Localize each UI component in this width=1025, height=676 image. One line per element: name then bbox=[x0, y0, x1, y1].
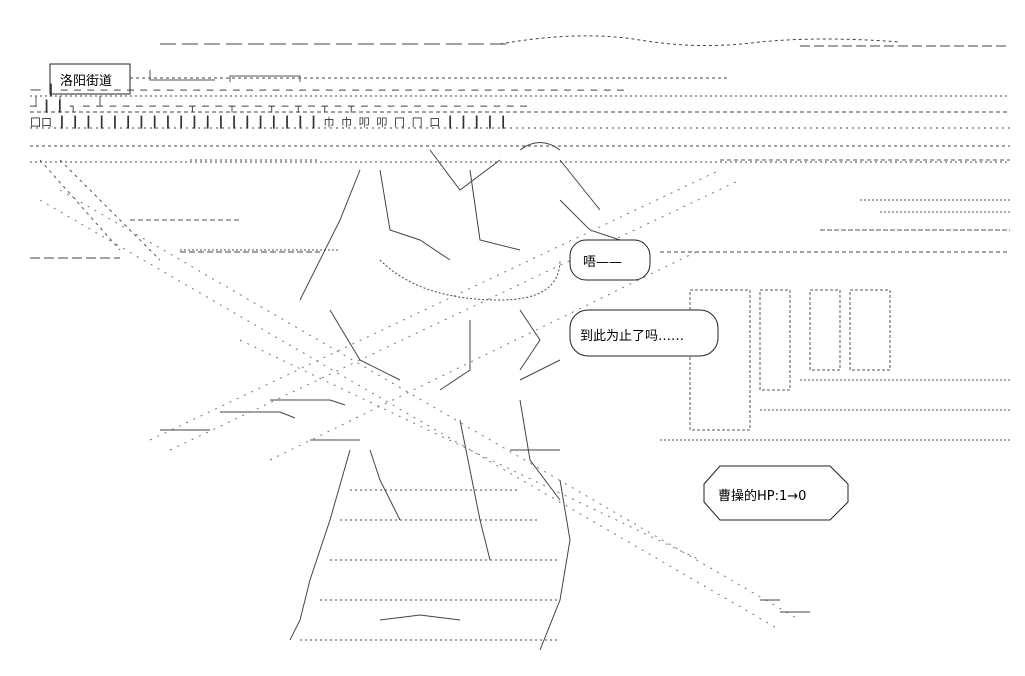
location-sign-frame bbox=[49, 63, 131, 95]
ascii-row: ─ ┃ ┃ ┐ ─ ─ ─ ─ ─ ─ ─ ─ ┬ ─ ─ ┬ ─ ─ ┬ ─ … bbox=[30, 100, 527, 113]
speech-bubble-1: 唔—— bbox=[583, 255, 623, 270]
left-buildings bbox=[35, 70, 340, 261]
location-sign: 洛阳街道 bbox=[60, 74, 113, 89]
rooftop-lines bbox=[30, 35, 1010, 259]
right-buildings bbox=[660, 159, 1010, 441]
status-box-frame bbox=[703, 465, 849, 521]
figure-head bbox=[299, 142, 621, 391]
speech-bubble-1-frame bbox=[569, 239, 651, 281]
ascii-row: 一 ┃ ─ ─ ─ ─ ─ ─ ─ ─ ─ ─ ─ ─ ─ ─ ─ ─ ─ ─ … bbox=[30, 84, 624, 97]
ascii-row: 囗口 ┃ ┃ ┃ ┃ ┃ ┃ ┃ ┃ ┃ ┃ ┃ ┃ ┃ ┃ ┃ ┃ ┃ ┃ ┃… bbox=[30, 116, 507, 129]
figure-body bbox=[289, 399, 571, 651]
diagonal-rays bbox=[39, 169, 801, 631]
speech-bubble-2: 到此为止了吗…… bbox=[580, 329, 685, 344]
speech-bubble-2-frame bbox=[569, 309, 719, 357]
arrows bbox=[160, 399, 810, 613]
status-box-text: 曹操的HP:1→0 bbox=[718, 489, 807, 504]
